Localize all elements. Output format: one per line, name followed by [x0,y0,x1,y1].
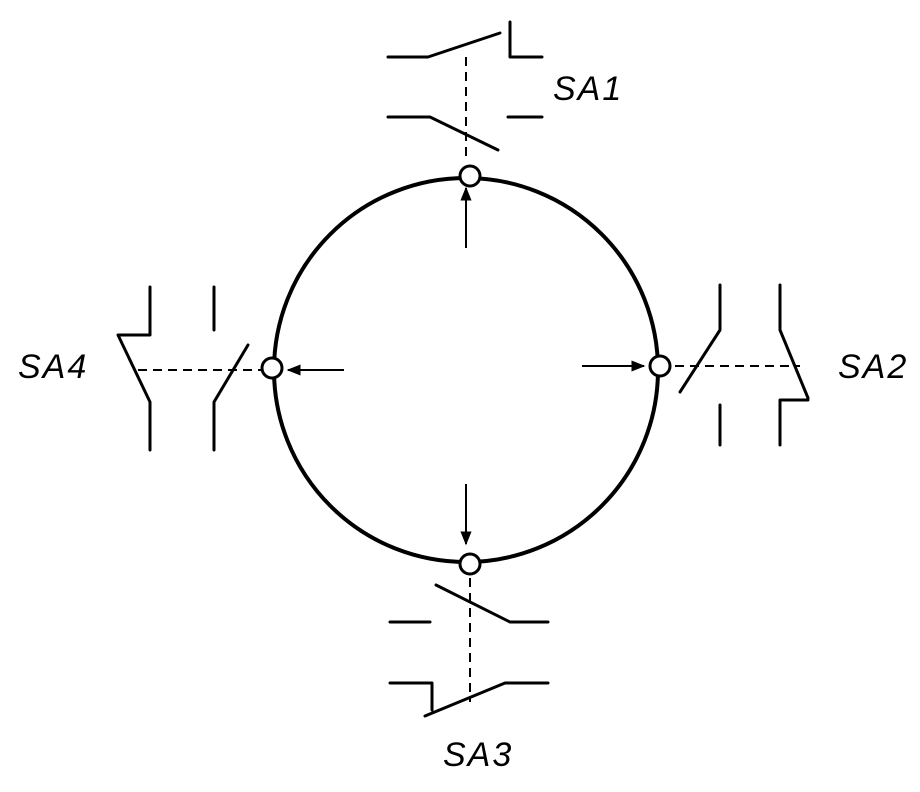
switch-sa1 [386,20,544,160]
switch-sa4 [116,285,262,452]
switch-sa2 [675,283,810,447]
label-sa1: SA1 [553,70,624,108]
label-sa4: SA4 [18,348,89,386]
switch-sa3 [388,578,550,718]
label-sa2: SA2 [838,348,909,386]
contact-node-bottom [458,552,482,576]
contact-node-left [260,356,284,380]
contact-node-top [458,164,482,188]
contact-node-right [648,354,672,378]
label-sa3: SA3 [443,736,514,774]
